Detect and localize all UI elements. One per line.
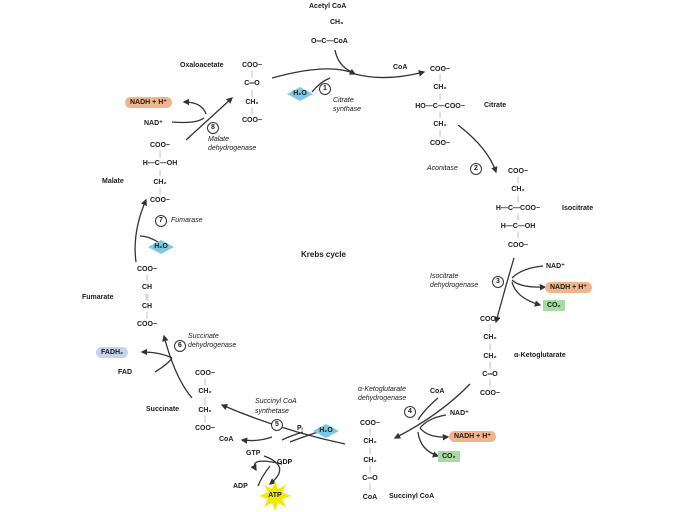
gdp-label: GDP [277,459,293,466]
arrow-step1-out [354,70,426,79]
enzyme-6-name2: dehydrogenase [188,342,237,349]
enzyme-4-name1: α-Ketoglutarate [358,386,406,393]
diagram-title: Krebs cycle [301,250,346,259]
enzyme-6-name1: Succinate [188,333,219,340]
fad-step6: FAD [118,369,132,376]
nad-step3: NAD⁺ [546,263,565,270]
oxaloacetate-label: Oxaloacetate [180,62,224,69]
isocitrate-structure: COO−|CH₂| H—C—COO−|H—C—OH|COO− [495,168,541,249]
arrow-fad-in [154,357,173,373]
enzyme-5-name2: synthetase [255,408,289,415]
step-6-number: 6 [174,340,186,352]
succinyl-coa-structure: COO−|CH₂| CH₂|C═O|CoA [359,420,381,501]
arrow-nadh-out-8 [182,98,207,115]
enzyme-3-name1: Isocitrate [430,273,459,280]
nad-step8: NAD⁺ [144,120,163,127]
nadh-step3: NADH + H⁺ [545,282,592,293]
arrow-h2o-in-5 [289,431,319,443]
gtp-label: GTP [246,450,261,457]
pi-step5: Pᵢ [297,425,303,432]
arrow-nad-in-3 [511,265,544,279]
fumarate-label: Fumarate [82,294,114,301]
arrow-nadh-out-4 [419,427,450,441]
succinate-structure: COO−|CH₂| CH₂|COO− [194,370,216,433]
enzyme-3-name2: dehydrogenase [430,282,479,289]
coa-out-step5: CoA [219,436,234,443]
adp-label: ADP [233,483,248,490]
arrow-gtp-gdp [263,455,281,485]
succinyl-coa-label: Succinyl CoA [389,493,435,500]
arrow-step4 [393,383,471,439]
arrow-nadh-out-3 [511,279,547,291]
co2-step4: CO₂ [438,451,460,462]
step-7-number: 7 [155,215,167,227]
arrow-pi-in [281,431,304,441]
arrow-nad-in-4 [419,414,447,429]
coa-out-step1: CoA [393,64,408,71]
step-1-number: 1 [319,83,331,95]
isocitrate-label: Isocitrate [562,205,594,212]
arrow-adp-atp [257,465,271,487]
enzyme-1-name1: Citrate [333,97,354,104]
arrow-step8 [185,97,233,141]
oxaloacetate-structure: COO−|C═O| CH₂|COO− [241,62,263,125]
arrow-step2 [457,124,498,174]
arrow-coa-out-5 [240,436,273,444]
fumarate-structure: COO−|CH|| CH|COO− [136,266,158,329]
step-4-number: 4 [404,406,416,418]
malate-structure: COO−|H—C—OH| CH₂|COO− [142,142,178,205]
co2-step3: CO₂ [543,300,565,311]
acetyl-coa-label: Acetyl CoA [309,3,347,10]
step-2-number: 2 [470,163,482,175]
acetyl-coa-ch3: CH₃ [330,19,344,26]
citrate-label: Citrate [484,102,507,109]
arrow-step6 [162,334,193,399]
succinate-label: Succinate [146,406,180,413]
alpha-ketoglutarate-label: α-Ketoglutarate [514,352,566,359]
arrow-step3 [494,257,515,324]
step-8-number: 8 [207,122,219,134]
citrate-structure: COO−|CH₂| HO—C—COO−|CH₂|COO− [415,66,465,147]
malate-label: Malate [102,178,124,185]
arrow-co2-out-3 [511,281,542,307]
coa-in-step4: CoA [430,388,445,395]
arrow-h2o-in-7 [139,235,159,243]
arrow-co2-out-4 [417,431,440,458]
arrow-acetyl-in [334,49,353,73]
nadh-step4: NADH + H⁺ [449,431,496,442]
enzyme-4-name2: dehydrogenase [358,395,407,402]
h2o-step1: H₂O [287,87,313,101]
enzyme-7-name: Fumarase [171,217,203,224]
arrow-coa-in-4 [417,397,439,421]
step-3-number: 3 [492,276,504,288]
nadh-step8: NADH + H⁺ [125,97,172,108]
h2o-step7: H₂O [148,240,174,254]
arrow-gdp-loop [250,460,283,472]
atp-burst: ATP [259,481,291,511]
arrow-fadh2-out [140,348,173,359]
enzyme-8-name1: Malate [208,136,230,143]
fadh2-step6: FADH₂ [96,347,129,358]
enzyme-2-name: Aconitase [427,165,458,172]
arrow-nad-in-8 [171,117,205,124]
h2o-step5: H₂O [313,424,339,438]
enzyme-1-name2: synthase [333,106,362,113]
acetyl-coa-formula: O═C—CoA [311,38,348,45]
enzyme-5-name1: Succinyl CoA [255,398,297,405]
step-5-number: 5 [271,419,283,431]
alpha-ketoglutarate-structure: COO−|CH₂| CH₂|C═O|COO− [479,316,501,397]
arrow-step7 [134,198,147,263]
arrow-step1 [271,68,357,79]
enzyme-8-name2: dehydrogenase [208,145,257,152]
nad-step4: NAD⁺ [450,410,469,417]
